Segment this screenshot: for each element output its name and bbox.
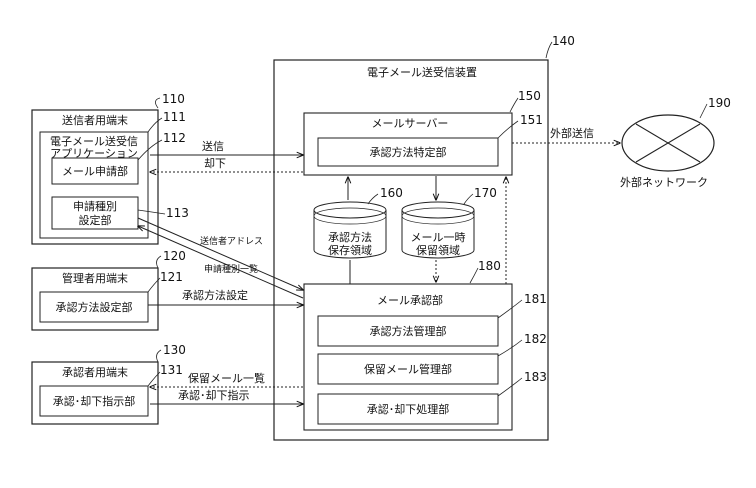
leader-112	[137, 139, 163, 161]
ref-130: 130	[163, 343, 186, 357]
mail-approval-label: メール承認部	[377, 293, 443, 307]
request-type-list-arrow	[138, 226, 304, 299]
reject-label: 却下	[204, 157, 226, 170]
mail-approval-box	[303, 283, 513, 431]
ref-182: 182	[524, 332, 547, 346]
leader-121	[147, 277, 161, 293]
approval-method-identify-box	[317, 137, 499, 167]
ref-131: 131	[160, 363, 183, 377]
approve-reject-process-box	[317, 393, 499, 425]
leader-150	[509, 97, 519, 113]
leader-151	[497, 120, 519, 139]
request-type-label-2: 設定部	[79, 213, 112, 227]
mail-server-label: メールサーバー	[372, 117, 449, 130]
mail-app-box	[39, 131, 149, 239]
ref-180: 180	[478, 259, 501, 273]
sender-terminal-box	[31, 109, 159, 245]
ref-150: 150	[518, 89, 541, 103]
leader-180	[469, 267, 479, 284]
approve-reject-instruct-box	[39, 385, 149, 417]
leader-182	[497, 339, 523, 357]
hold-mail-mgmt-box	[317, 353, 499, 385]
approval-method-storage-cylinder	[313, 201, 387, 259]
sender-address-arrow	[137, 217, 303, 290]
ref-183: 183	[524, 370, 547, 384]
leader-111	[147, 117, 163, 133]
approval-method-setting-box	[39, 291, 149, 323]
approval-method-storage-label-2: 保存領域	[328, 243, 372, 257]
mail-request-label: メール申請部	[62, 164, 128, 178]
mail-app-label-2: アプリケーション	[50, 147, 138, 160]
approver-terminal-box	[31, 361, 159, 425]
leader-120	[156, 255, 162, 269]
ref-111: 111	[163, 110, 186, 124]
hold-mail-mgmt-label: 保留メール管理部	[364, 362, 452, 376]
approval-method-setting-label: 承認方法設定部	[56, 300, 133, 314]
approval-method-mgmt-label: 承認方法管理部	[370, 324, 447, 338]
ref-110: 110	[162, 92, 185, 106]
approver-terminal-label: 承認者用端末	[62, 365, 128, 379]
ref-190: 190	[708, 96, 731, 110]
external-send-label: 外部送信	[550, 126, 594, 140]
external-network-label: 外部ネットワーク	[620, 175, 708, 189]
mail-hold-storage-cylinder	[401, 201, 475, 259]
ref-112: 112	[163, 131, 186, 145]
mail-device-label: 電子メール送受信装置	[367, 65, 477, 79]
ref-151: 151	[520, 113, 543, 127]
admin-terminal-label: 管理者用端末	[62, 271, 128, 285]
ref-160: 160	[380, 186, 403, 200]
leader-170	[463, 193, 474, 205]
leader-181	[497, 299, 523, 319]
ref-170: 170	[474, 186, 497, 200]
approve-reject-instruct-flow-label: 承認･却下指示	[178, 388, 250, 402]
mail-request-box	[51, 157, 139, 185]
ref-181: 181	[524, 292, 547, 306]
leader-130	[156, 349, 162, 363]
sender-terminal-label: 送信者用端末	[62, 113, 128, 127]
approval-method-storage-label-1: 承認方法	[328, 230, 372, 244]
mail-server-box	[303, 112, 513, 176]
leader-110	[155, 97, 161, 109]
ref-140: 140	[552, 34, 575, 48]
approve-reject-process-label: 承認･却下処理部	[367, 402, 450, 416]
leader-113	[137, 209, 166, 215]
approve-reject-instruct-label: 承認･却下指示部	[53, 394, 136, 408]
request-type-label-1: 申請種別	[73, 199, 117, 213]
hold-mail-list-label: 保留メール一覧	[188, 371, 265, 385]
approval-method-mgmt-box	[317, 315, 499, 347]
leader-183	[497, 377, 523, 397]
leader-190	[699, 103, 708, 119]
send-label: 送信	[202, 139, 224, 153]
sender-address-label: 送信者アドレス	[200, 235, 263, 247]
approval-method-identify-label: 承認方法特定部	[370, 145, 447, 159]
request-type-list-label: 申請種別一覧	[204, 263, 258, 275]
external-network-symbol	[621, 114, 715, 172]
mail-device-box	[273, 59, 549, 441]
admin-terminal-box	[31, 267, 159, 331]
request-type-box	[51, 196, 139, 230]
mail-app-label-1: 電子メール送受信	[50, 134, 138, 148]
leader-140	[545, 41, 553, 59]
leader-160	[367, 193, 379, 205]
ref-121: 121	[160, 270, 183, 284]
mail-hold-storage-label-1: メール一時	[411, 231, 466, 244]
ref-120: 120	[163, 249, 186, 263]
mail-hold-storage-label-2: 保留領域	[416, 243, 460, 257]
leader-131	[147, 371, 161, 387]
approval-method-setting-flow-label: 承認方法設定	[182, 288, 248, 302]
ref-113: 113	[166, 206, 189, 220]
